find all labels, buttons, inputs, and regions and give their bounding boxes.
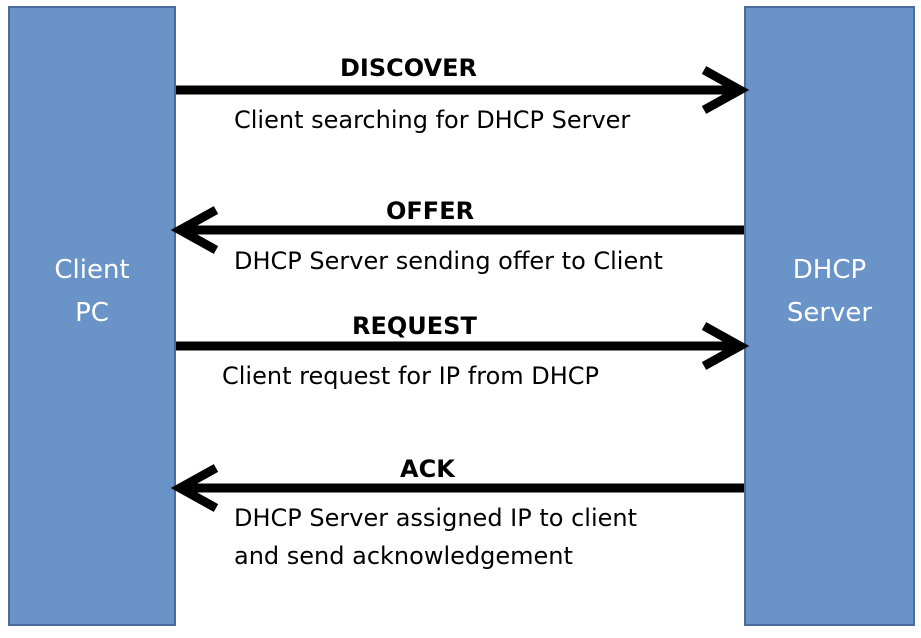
request-description: Client request for IP from DHCP: [222, 362, 600, 390]
dhcp-server-label: DHCP Server: [787, 249, 872, 335]
server-label-line2: Server: [786, 298, 873, 328]
client-label-line1: Client: [54, 255, 130, 285]
offer-title: OFFER: [386, 197, 475, 225]
ack-description-line2: and send acknowledgement: [234, 542, 573, 570]
offer-description: DHCP Server sending offer to Client: [234, 247, 663, 275]
ack-description-line1: DHCP Server assigned IP to client: [234, 504, 637, 532]
server-label-line1: DHCP: [792, 255, 867, 285]
request-arrow-head: [701, 322, 750, 370]
dhcp-server-box: DHCP Server: [744, 6, 915, 626]
offer-arrow-head: [170, 206, 219, 254]
discover-title: DISCOVER: [340, 54, 477, 82]
client-label-line2: PC: [75, 298, 109, 328]
ack-arrow-head: [170, 464, 219, 512]
request-title: REQUEST: [352, 312, 477, 340]
discover-description: Client searching for DHCP Server: [234, 106, 631, 134]
discover-arrow-head: [701, 66, 750, 114]
client-pc-box: Client PC: [8, 6, 176, 626]
client-pc-label: Client PC: [54, 249, 129, 335]
ack-title: ACK: [400, 455, 455, 483]
